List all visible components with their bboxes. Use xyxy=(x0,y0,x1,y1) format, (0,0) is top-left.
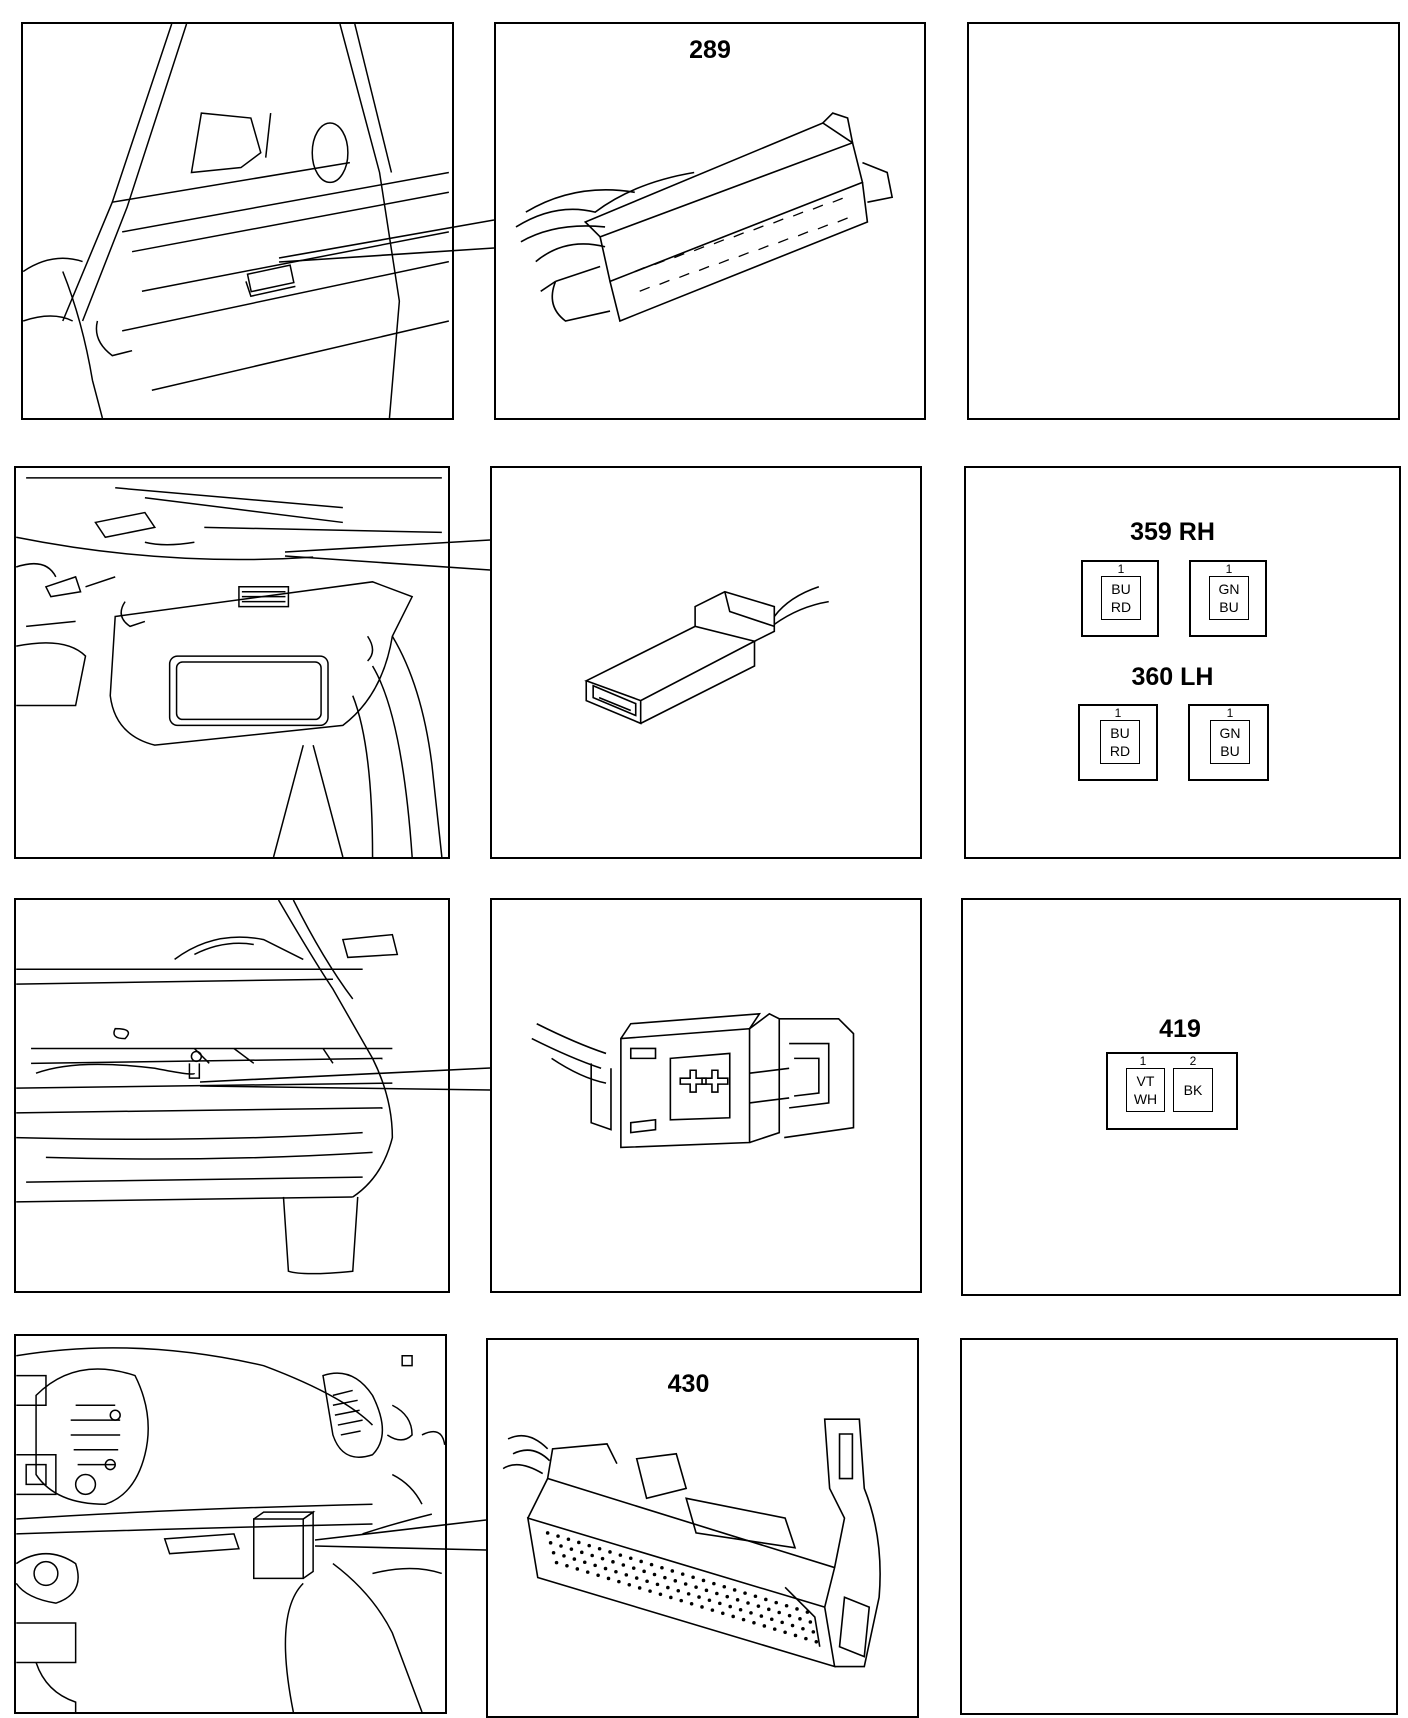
connector-430-illustration: document.currentScript.parentNode; xyxy=(488,1340,917,1716)
pin-panel-empty-4 xyxy=(960,1338,1398,1715)
wire-colors: BU RD xyxy=(1101,576,1141,620)
sun-visor-illustration xyxy=(16,468,448,857)
connector-panel-430: 430 document.currentScript.parentNode; xyxy=(486,1338,919,1718)
connector-panel-bumper xyxy=(490,898,922,1293)
pin-group-label-419: 419 xyxy=(1159,1015,1201,1043)
wire-colors-pin-1: VT WH xyxy=(1126,1068,1165,1112)
wire-color-secondary: WH xyxy=(1133,1091,1158,1107)
pin-number: 1 xyxy=(1117,562,1125,576)
wire-color-primary: VT xyxy=(1136,1073,1155,1089)
wire-color-primary: BU xyxy=(1110,725,1130,741)
door-illustration xyxy=(23,24,452,418)
wire-color-secondary: RD xyxy=(1110,599,1132,615)
connector-panel-visor xyxy=(490,466,922,859)
pin-panel-empty-1 xyxy=(967,22,1400,420)
connector-289-illustration xyxy=(496,24,924,418)
pin-group-label-359: 359 RH xyxy=(1130,518,1215,546)
wire-color-primary: GN xyxy=(1219,725,1241,741)
wire-color-primary: BU xyxy=(1111,581,1131,597)
pin-panel-359-360: 359 RH 1 BU RD 1 GN BU 360 LH 1 BU RD 1 … xyxy=(964,466,1401,859)
pin-cell-360-2: 1 GN BU xyxy=(1188,704,1269,781)
wire-color-secondary: BU xyxy=(1219,599,1239,615)
wire-color-secondary: RD xyxy=(1109,743,1131,759)
connector-id-label: 289 xyxy=(689,36,731,64)
bumper-connector-illustration xyxy=(492,900,920,1291)
location-panel-door xyxy=(21,22,454,420)
pin-number: 2 xyxy=(1189,1054,1197,1068)
connector-id-label: 430 xyxy=(667,1370,710,1398)
location-panel-dashboard xyxy=(14,1334,447,1714)
location-panel-sun-visor xyxy=(14,466,450,859)
wire-color-secondary: BU xyxy=(1220,743,1240,759)
pin-cell-360-1: 1 BU RD xyxy=(1078,704,1158,781)
rear-bumper-illustration xyxy=(16,900,448,1291)
pin-cell-359-1: 1 BU RD xyxy=(1081,560,1159,637)
wire-colors: BU RD xyxy=(1100,720,1140,764)
wire-color-primary: BK xyxy=(1183,1082,1203,1098)
pin-number: 1 xyxy=(1225,562,1233,576)
wire-colors: GN BU xyxy=(1210,720,1250,764)
pin-number: 1 xyxy=(1226,706,1234,720)
pin-cell-359-2: 1 GN BU xyxy=(1189,560,1267,637)
pin-panel-419: 419 1 VT WH 2 BK xyxy=(961,898,1401,1296)
visor-connector-illustration xyxy=(492,468,920,857)
location-panel-rear-bumper xyxy=(14,898,450,1293)
connector-panel-289: 289 xyxy=(494,22,926,420)
wire-colors: GN BU xyxy=(1209,576,1249,620)
pin-number: 1 xyxy=(1114,706,1122,720)
dashboard-illustration xyxy=(16,1336,445,1712)
wire-color-primary: GN xyxy=(1218,581,1240,597)
wire-colors-pin-2: BK xyxy=(1173,1068,1213,1112)
pin-cell-419-frame xyxy=(1106,1052,1238,1130)
pin-group-label-360: 360 LH xyxy=(1131,663,1214,691)
pin-number: 1 xyxy=(1139,1054,1147,1068)
